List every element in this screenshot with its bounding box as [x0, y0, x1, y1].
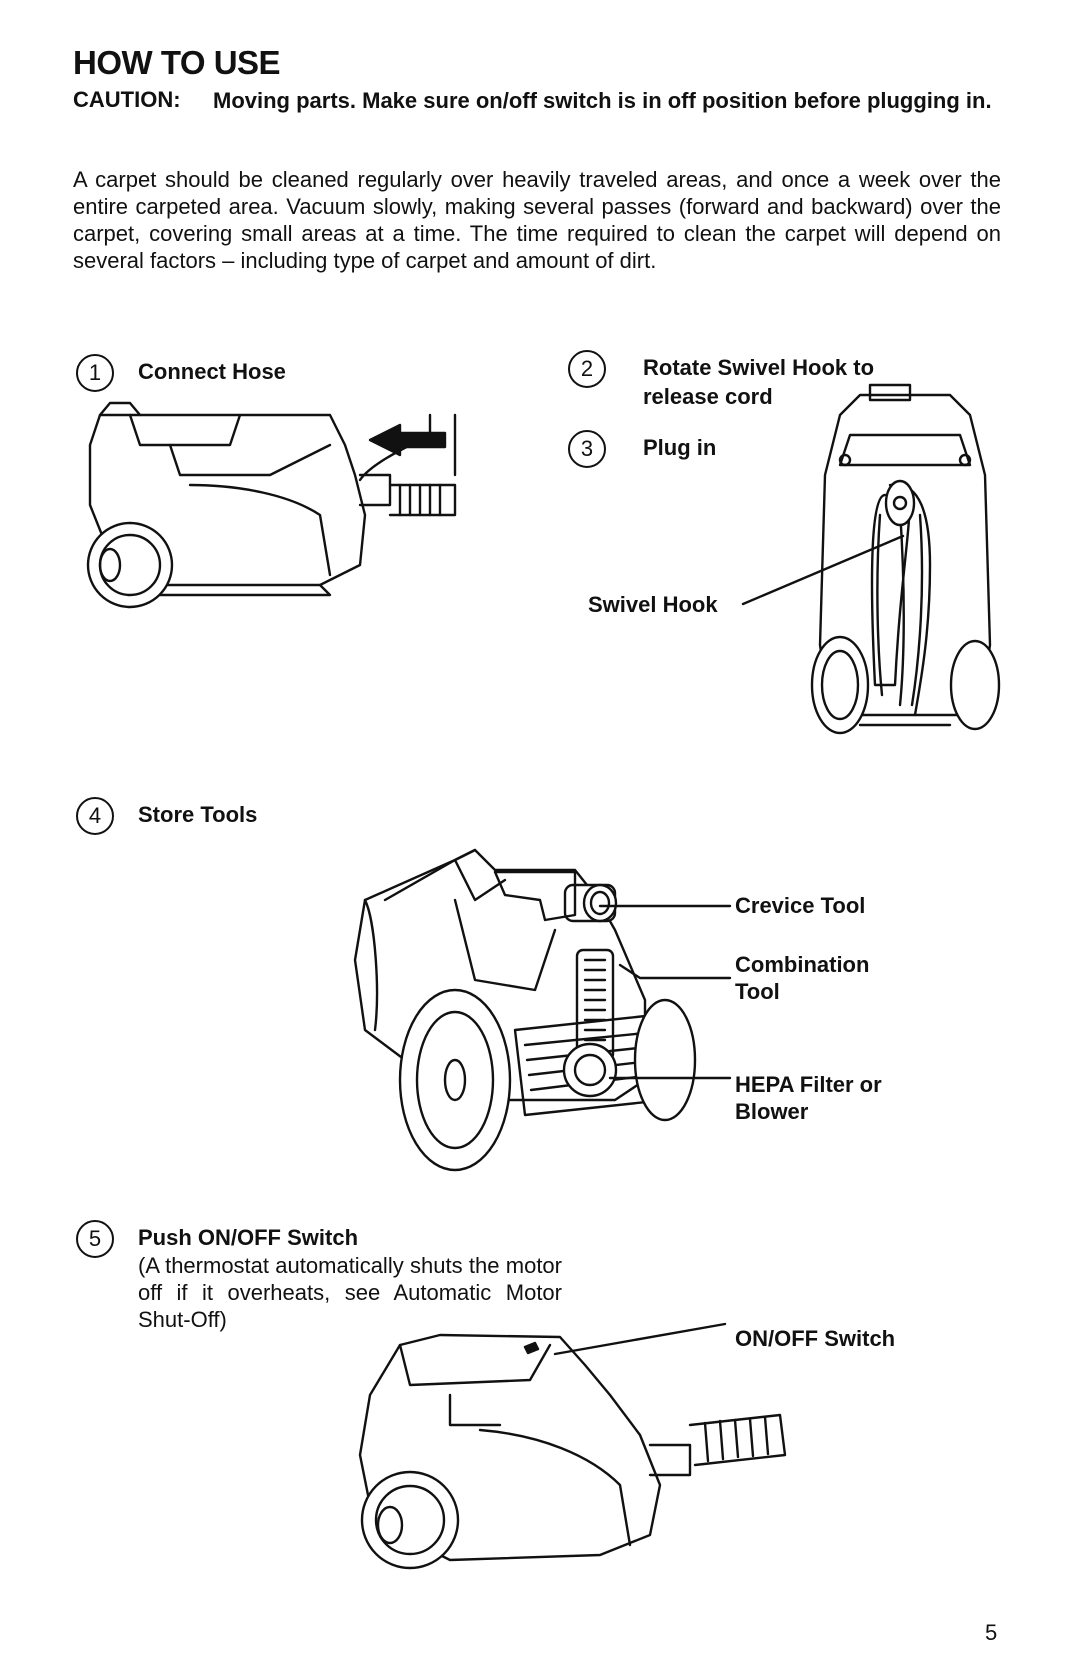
caution-label: CAUTION: [73, 87, 181, 112]
step-1-number: 1 [76, 354, 114, 392]
connect-hose-illustration [86, 401, 457, 609]
intro-paragraph: A carpet should be cleaned regularly ove… [73, 167, 1001, 273]
step-2-number: 2 [568, 350, 606, 388]
step-3-title: Plug in [643, 435, 717, 460]
page-number: 5 [985, 1620, 998, 1645]
caution-text: Moving parts. Make sure on/off switch is… [213, 88, 992, 113]
swivel-hook-illustration [810, 383, 1001, 735]
step-5-note: (A thermostat automatically shuts the mo… [138, 1253, 562, 1332]
page-title: HOW TO USE [73, 44, 281, 81]
step-5-number: 5 [76, 1220, 114, 1258]
store-tools-leader-lines [598, 904, 732, 1080]
step-4-title: Store Tools [138, 802, 258, 827]
step-3-number: 3 [568, 430, 606, 468]
on-off-switch-leader-line [553, 1322, 727, 1356]
store-tools-illustration [353, 848, 697, 1172]
combination-tool-label: Combination Tool [735, 952, 870, 1004]
on-off-switch-label: ON/OFF Switch [735, 1326, 896, 1351]
step-1-title: Connect Hose [138, 359, 286, 384]
hepa-filter-label: HEPA Filter or Blower [735, 1072, 882, 1124]
step-4-number: 4 [76, 797, 114, 835]
crevice-tool-label: Crevice Tool [735, 893, 866, 918]
on-off-switch-illustration [358, 1333, 787, 1570]
swivel-hook-leader-line [741, 534, 905, 606]
step-2-title: Rotate Swivel Hook to release cord [643, 355, 875, 409]
step-5-title: Push ON/OFF Switch [138, 1225, 359, 1250]
swivel-hook-label: Swivel Hook [588, 592, 718, 617]
